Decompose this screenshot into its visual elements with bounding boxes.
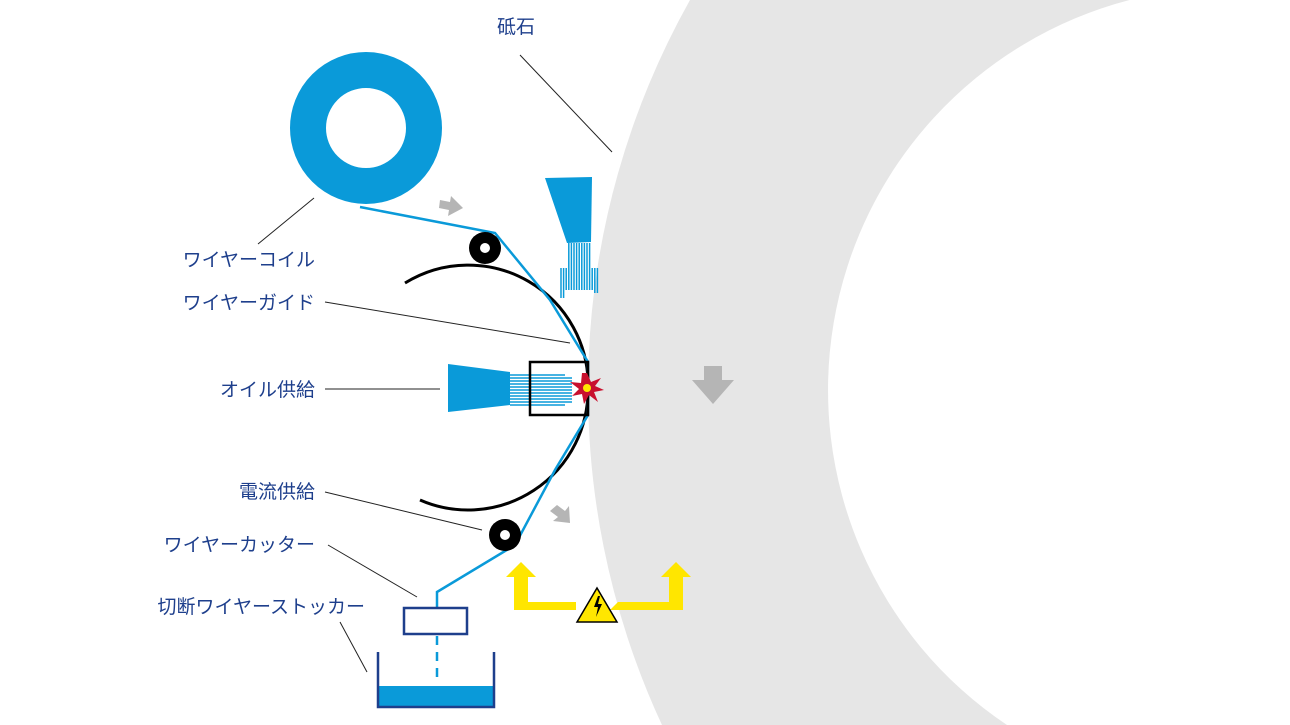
high-voltage-icon bbox=[575, 586, 619, 623]
leader-lines bbox=[257, 54, 613, 673]
label-wire-cutter: ワイヤーカッター bbox=[164, 534, 315, 556]
stocker-liquid bbox=[378, 686, 494, 707]
label-grindstone: 砥石 bbox=[497, 16, 535, 38]
label-cut-wire-stocker: 切断ワイヤーストッカー bbox=[158, 596, 365, 618]
feed-arrow-icon bbox=[439, 196, 463, 216]
cut-wire-stocker bbox=[376, 652, 496, 709]
upper-roller bbox=[469, 232, 501, 264]
feed-arrow-icon bbox=[550, 505, 570, 523]
oil-supply-nozzle bbox=[448, 364, 572, 412]
current-roller bbox=[489, 519, 521, 551]
grindstone-wheel bbox=[588, 0, 1130, 725]
label-current-supply: 電流供給 bbox=[239, 481, 315, 503]
label-wire-coil: ワイヤーコイル bbox=[183, 249, 315, 271]
wire-cutter bbox=[402, 606, 469, 636]
spark-core bbox=[583, 384, 591, 392]
wheel-feed-arrow-icon bbox=[692, 366, 734, 404]
label-wire-guide: ワイヤーガイド bbox=[183, 292, 315, 314]
coolant-nozzle-top bbox=[545, 177, 599, 298]
wire-coil bbox=[290, 52, 442, 204]
label-oil-supply: オイル供給 bbox=[220, 379, 315, 401]
current-supply-circuit bbox=[506, 562, 691, 610]
